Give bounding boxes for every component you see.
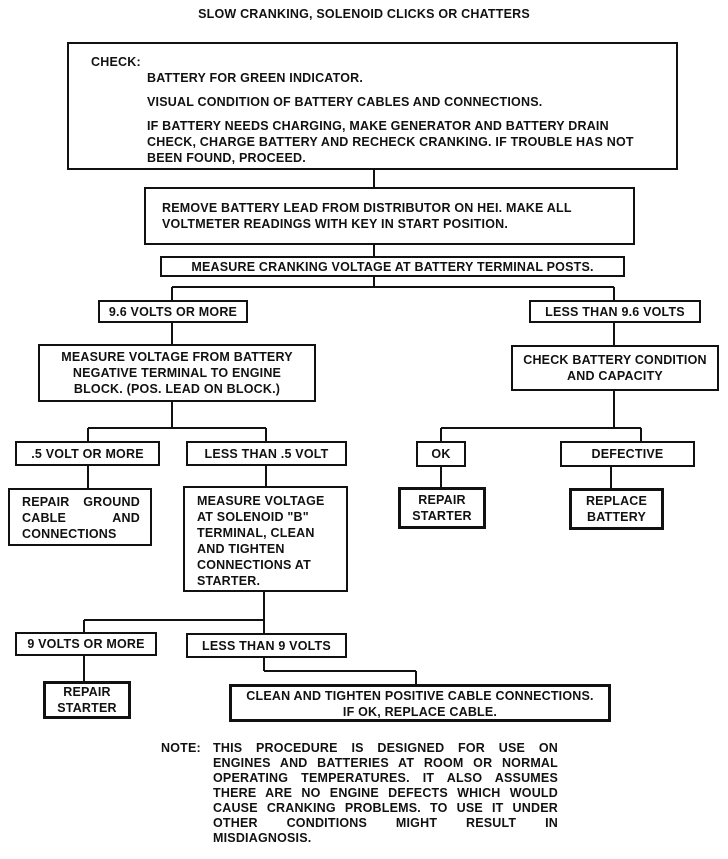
measure-negative-terminal-box: MEASURE VOLTAGE FROM BATTERY NEGATIVE TE… (38, 344, 316, 402)
clean-tighten-line2: IF OK, REPLACE CABLE. (342, 705, 498, 719)
ok-box: OK (416, 441, 466, 467)
volts-9-6-or-more-text: 9.6 VOLTS OR MORE (108, 304, 238, 319)
defective-box: DEFECTIVE (560, 441, 695, 467)
ok-text: OK (431, 447, 451, 461)
volts-9-6-or-more-box: 9.6 VOLTS OR MORE (98, 300, 248, 323)
repair-ground-cable-text: REPAIR GROUND CABLE AND CONNECTIONS (22, 495, 140, 541)
volts-9-or-more-box: 9 VOLTS OR MORE (15, 632, 157, 656)
check-label: CHECK: (91, 55, 141, 69)
check-box: CHECK: BATTERY FOR GREEN INDICATOR. VISU… (67, 42, 678, 170)
less-than-9-volts-box: LESS THAN 9 VOLTS (186, 633, 347, 658)
less-than-0-5-volt-box: LESS THAN .5 VOLT (186, 441, 347, 466)
repair-starter-ok-box: REPAIR STARTER (398, 487, 486, 529)
replace-battery-text: REPLACE BATTERY (585, 494, 648, 524)
measure-cranking-voltage-box: MEASURE CRANKING VOLTAGE AT BATTERY TERM… (160, 256, 625, 277)
check-item-visual-condition: VISUAL CONDITION OF BATTERY CABLES AND C… (147, 95, 543, 109)
less-than-9-volts-text: LESS THAN 9 VOLTS (202, 638, 331, 653)
note-label: NOTE: (161, 741, 201, 755)
defective-text: DEFECTIVE (591, 447, 664, 461)
remove-battery-lead-text: REMOVE BATTERY LEAD FROM DISTRIBUTOR ON … (162, 201, 572, 231)
repair-starter-ok-text: REPAIR STARTER (412, 493, 472, 523)
page-title: SLOW CRANKING, SOLENOID CLICKS OR CHATTE… (198, 7, 530, 21)
less-than-9-6-volts-box: LESS THAN 9.6 VOLTS (529, 300, 701, 323)
measure-cranking-voltage-text: MEASURE CRANKING VOLTAGE AT BATTERY TERM… (191, 259, 594, 274)
check-item-charging: IF BATTERY NEEDS CHARGING, MAKE GENERATO… (147, 119, 634, 165)
remove-battery-lead-box: REMOVE BATTERY LEAD FROM DISTRIBUTOR ON … (144, 187, 635, 245)
clean-tighten-box: CLEAN AND TIGHTEN POSITIVE CABLE CONNECT… (229, 684, 611, 722)
check-battery-condition-box: CHECK BATTERY CONDITION AND CAPACITY (511, 345, 719, 391)
check-battery-condition-text: CHECK BATTERY CONDITION AND CAPACITY (523, 353, 707, 383)
volt-0-5-or-more-text: .5 VOLT OR MORE (31, 446, 144, 461)
note-text: THIS PROCEDURE IS DESIGNED FOR USE ON EN… (213, 741, 558, 845)
clean-tighten-line1: CLEAN AND TIGHTEN POSITIVE CABLE CONNECT… (246, 689, 594, 703)
volt-0-5-or-more-box: .5 VOLT OR MORE (15, 441, 160, 466)
volts-9-or-more-text: 9 VOLTS OR MORE (27, 637, 145, 651)
measure-solenoid-box: MEASURE VOLTAGE AT SOLENOID "B" TERMINAL… (183, 486, 348, 592)
check-item-battery-indicator: BATTERY FOR GREEN INDICATOR. (147, 71, 364, 85)
measure-solenoid-text: MEASURE VOLTAGE AT SOLENOID "B" TERMINAL… (197, 494, 325, 588)
repair-starter-final-box: REPAIR STARTER (43, 681, 131, 719)
less-than-9-6-volts-text: LESS THAN 9.6 VOLTS (545, 304, 685, 319)
replace-battery-box: REPLACE BATTERY (569, 488, 664, 530)
repair-ground-cable-box: REPAIR GROUND CABLE AND CONNECTIONS (8, 488, 152, 546)
repair-starter-final-text: REPAIR STARTER (57, 685, 117, 715)
measure-negative-terminal-text: MEASURE VOLTAGE FROM BATTERY NEGATIVE TE… (61, 350, 293, 396)
less-than-0-5-volt-text: LESS THAN .5 VOLT (204, 446, 329, 461)
